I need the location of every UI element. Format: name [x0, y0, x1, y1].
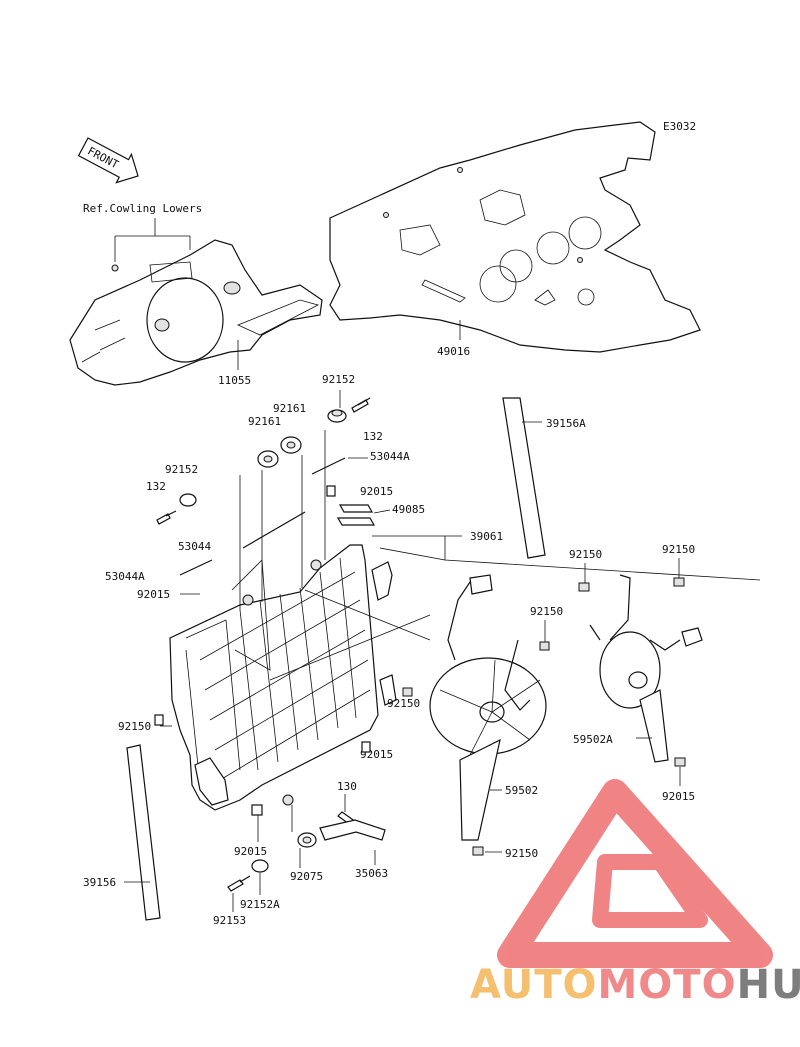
callout-39156A: 39156A: [546, 417, 586, 430]
bolt-92153: [227, 875, 251, 892]
nut-92150-a: [578, 582, 590, 592]
callout-59502A: 59502A: [573, 733, 613, 746]
fastener-92152-left: [179, 493, 197, 507]
callout-11055: 11055: [218, 374, 251, 387]
callout-92150-e: 92015: [662, 790, 695, 803]
grommet-92161-right: [280, 436, 302, 454]
radiator: [169, 544, 397, 811]
callout-92015-left-top: 92015: [137, 588, 170, 601]
bracket-35063: [319, 819, 386, 841]
fan-59502A: [589, 574, 703, 763]
callout-92015-bottom: 92015: [234, 845, 267, 858]
fan-59502: [429, 574, 547, 841]
callout-53044A-left: 53044A: [105, 570, 145, 583]
callout-92152A: 92152A: [240, 898, 280, 911]
rod-53044A-top: [311, 457, 346, 475]
callout-49016: 49016: [437, 345, 470, 358]
callout-92150-a: 92150: [569, 548, 602, 561]
ref-note: Ref.Cowling Lowers: [83, 202, 202, 215]
diagram-code: E3032: [663, 120, 696, 133]
callout-92150-f: 92150: [505, 847, 538, 860]
callout-92150-b: 92150: [662, 543, 695, 556]
callout-132-left: 132: [146, 480, 166, 493]
collar-92075: [297, 832, 317, 848]
ref-note-leader: [114, 218, 191, 262]
callout-39061: 39061: [470, 530, 503, 543]
callout-130: 130: [337, 780, 357, 793]
callout-132-top: 132: [363, 430, 383, 443]
callout-92075: 92075: [290, 870, 323, 883]
nut-92150-d: [402, 687, 413, 697]
foam-strip-39156: [126, 744, 161, 921]
front-arrow-icon: FRONT: [77, 137, 139, 184]
callout-92150-d: 92150: [387, 697, 420, 710]
bolt-92150-c: [539, 641, 550, 651]
callout-39156: 39156: [83, 876, 116, 889]
cowling-bracket: [69, 239, 323, 386]
callout-92153: 92153: [213, 914, 246, 927]
nut-92150-f: [472, 846, 484, 856]
callout-92015-top: 92015: [360, 485, 393, 498]
bolt-132-left: [156, 510, 177, 525]
callout-53044A-top: 53044A: [370, 450, 410, 463]
callout-92161-right: 92161: [273, 402, 306, 415]
fastener-92152-top: [327, 409, 347, 423]
callout-35063: 35063: [355, 867, 388, 880]
clip-92015-top: [326, 485, 336, 497]
bolt-92150-b: [673, 577, 685, 587]
bolt-132-top: [351, 397, 371, 413]
callout-92152-left: 92152: [165, 463, 198, 476]
callout-59502: 59502: [505, 784, 538, 797]
callout-92152-top: 92152: [322, 373, 355, 386]
callout-53044: 53044: [178, 540, 211, 553]
rod-53044: [242, 511, 306, 549]
clip-92015-left: [154, 714, 164, 726]
callout-92161-left: 92161: [248, 415, 281, 428]
bracket-49085: [336, 504, 376, 526]
callout-49085: 49085: [392, 503, 425, 516]
heat-shield-49016: [329, 121, 701, 353]
washer-92152A: [251, 859, 269, 873]
grommet-92161-left: [257, 450, 279, 468]
bolt-92150-e: [674, 757, 686, 767]
rod-53044A-left: [179, 559, 213, 576]
clip-92015-mid: [361, 741, 371, 753]
callout-92015-left: 92150: [118, 720, 151, 733]
clip-92015-bottom: [251, 804, 263, 816]
callout-92150-c: 92150: [530, 605, 563, 618]
foam-strip-39156A: [502, 397, 546, 559]
